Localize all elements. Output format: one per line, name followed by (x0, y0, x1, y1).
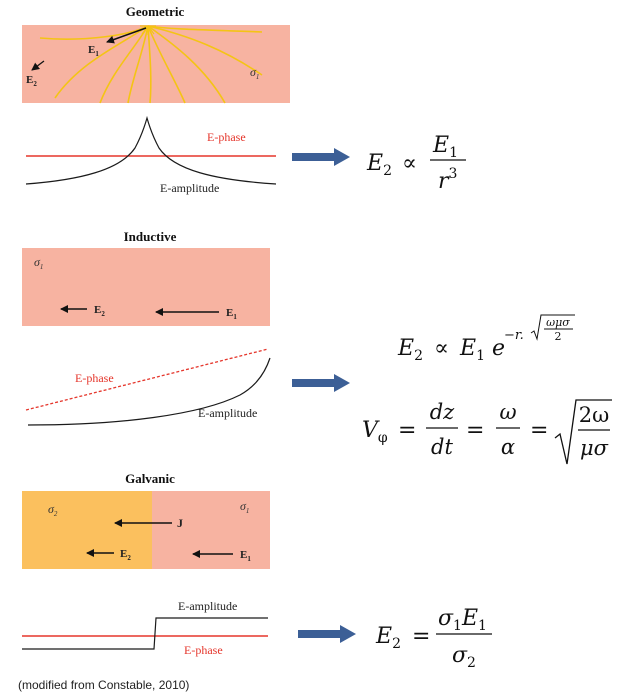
svg-text:α: α (501, 435, 515, 459)
geometric-earth-block (22, 25, 290, 103)
geometric-formula: E2 ∝ E1 r3 (366, 133, 466, 194)
geometric-title: Geometric (126, 4, 185, 19)
svg-text:μσ: μσ (580, 436, 609, 460)
galvanic-arrow (298, 625, 356, 643)
svg-text:2: 2 (555, 330, 562, 343)
svg-text:r3: r3 (438, 166, 457, 194)
inductive-formula-top: E2 ∝ E1 e −r. ωμσ 2 (397, 314, 575, 364)
inductive-phase-line (25, 348, 269, 411)
svg-text:=: = (412, 624, 430, 649)
svg-text:Vφ: Vφ (362, 418, 388, 446)
galvanic-right-block (152, 491, 270, 569)
svg-text:=: = (398, 418, 416, 443)
svg-text:E2: E2 (375, 624, 401, 652)
e2-arrow (31, 60, 45, 71)
galvanic-sigma-left: σ2 (48, 502, 58, 518)
svg-text:∝: ∝ (434, 336, 449, 361)
geometric-amplitude-curve (25, 115, 277, 185)
inductive-e2-label: E2 (94, 304, 105, 318)
svg-text:=: = (466, 418, 484, 443)
e1-arrow (106, 27, 147, 44)
field-lines (39, 25, 263, 104)
galvanic-title: Galvanic (125, 471, 175, 486)
svg-text:E1: E1 (459, 336, 485, 364)
svg-text:e: e (492, 336, 505, 361)
galvanic-phase-label: E-phase (184, 643, 223, 657)
inductive-arrow (292, 374, 350, 392)
svg-text:ωμσ: ωμσ (546, 316, 570, 329)
svg-text:dt: dt (431, 435, 453, 459)
galvanic-formula: E2 = σ1E1 σ2 (375, 606, 492, 671)
geometric-e2-label: E2 (26, 74, 37, 88)
svg-text:E2: E2 (366, 151, 392, 179)
svg-text:−r.: −r. (504, 328, 524, 343)
inductive-amplitude-curve (27, 357, 271, 426)
galvanic-left-block (22, 491, 152, 569)
inductive-sigma-label: σ1 (34, 255, 43, 271)
footnote: (modified from Constable, 2010) (18, 678, 189, 692)
inductive-e1-label: E1 (226, 307, 237, 321)
svg-text:ω: ω (499, 400, 516, 424)
galvanic-amplitude-step (22, 617, 268, 650)
geometric-sigma-label: σ1 (250, 65, 259, 81)
galvanic-e1-label: E1 (240, 549, 251, 563)
galvanic-panel: Galvanic σ2 σ1 J E2 E1 E-amplitude E-pha… (22, 471, 492, 671)
svg-text:2ω: 2ω (579, 403, 610, 427)
galvanic-sigma-right: σ1 (240, 499, 249, 515)
svg-text:∝: ∝ (402, 151, 417, 176)
galvanic-amplitude-label: E-amplitude (178, 599, 237, 613)
inductive-panel: Inductive σ1 E2 E1 E-phase E-amplitude E… (22, 229, 612, 465)
svg-text:E2: E2 (397, 336, 423, 364)
svg-text:dz: dz (430, 400, 455, 424)
galvanic-j-label: J (177, 516, 183, 530)
svg-text:σ1E1: σ1E1 (438, 606, 487, 634)
inductive-earth-block (22, 248, 270, 326)
svg-text:E1: E1 (432, 133, 458, 161)
galvanic-e2-label: E2 (120, 548, 131, 562)
inductive-formula-bottom: Vφ = dz dt = ω α = 2ω μσ (362, 399, 612, 465)
svg-text:=: = (530, 418, 548, 443)
geometric-panel: Geometric E1 E2 σ1 E-phase E-amplitu (22, 4, 466, 195)
geometric-arrow (292, 148, 350, 166)
inductive-amplitude-label: E-amplitude (198, 406, 257, 420)
geometric-phase-label: E-phase (207, 130, 246, 144)
inductive-phase-label: E-phase (75, 371, 114, 385)
svg-text:σ2: σ2 (452, 643, 476, 671)
geometric-e1-label: E1 (88, 44, 99, 58)
source-glow (140, 25, 156, 35)
geometric-amplitude-label: E-amplitude (160, 181, 219, 195)
inductive-title: Inductive (124, 229, 177, 244)
